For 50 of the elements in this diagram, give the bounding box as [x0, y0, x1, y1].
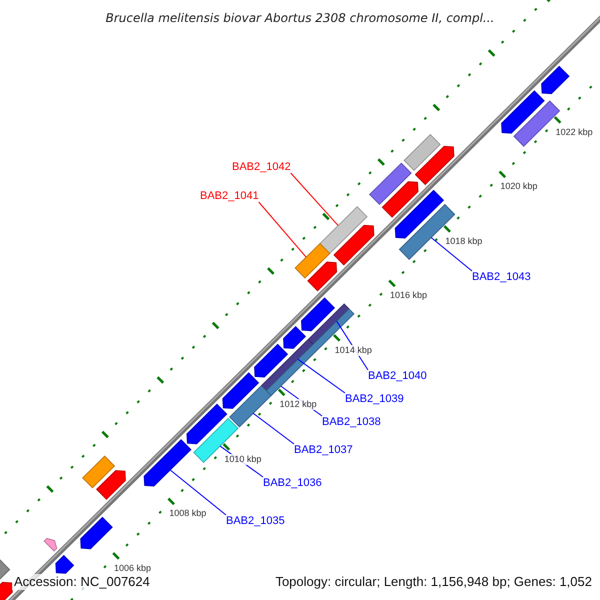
gene-feature	[283, 326, 306, 349]
gene-feature	[44, 538, 58, 552]
title: Brucella melitensis biovar Abortus 2308 chromosome II, compl...	[106, 10, 494, 26]
scale-label: 1010 kbp	[224, 454, 262, 465]
gene-feature	[382, 181, 418, 218]
gene-label: BAB2_1035	[226, 515, 285, 527]
gene-feature	[394, 190, 444, 239]
gene-feature	[404, 134, 441, 171]
gene-feature	[333, 224, 374, 266]
accession-text: Accession: NC_007624	[12, 574, 152, 590]
gene-feature	[82, 456, 116, 488]
gene-label: BAB2_1036	[263, 477, 322, 489]
gene-label: BAB2_1042	[232, 161, 291, 173]
scale-label: 1016 kbp	[390, 290, 428, 302]
leader-line	[252, 412, 294, 444]
gene-feature	[96, 470, 126, 500]
gene-feature	[319, 206, 368, 254]
leader-line	[430, 237, 472, 272]
gene-feature	[501, 90, 545, 134]
scale-label: 1006 kbp	[114, 562, 152, 574]
gene-feature	[222, 372, 260, 409]
scale-label: 1022 kbp	[556, 126, 593, 138]
gene-feature	[229, 385, 272, 428]
leader-line	[290, 172, 339, 226]
scale-label: 1018 kbp	[445, 236, 482, 247]
leader-line	[258, 202, 307, 258]
scale-label: 1014 kbp	[334, 344, 372, 356]
scale-label: 1012 kbp	[280, 399, 317, 410]
scale-label: 1020 kbp	[500, 181, 538, 192]
gene-label: BAB2_1041	[200, 190, 259, 202]
gene-feature	[144, 439, 192, 487]
gene-feature	[80, 516, 113, 550]
gene-label: BAB2_1039	[345, 393, 404, 405]
gene-feature	[301, 297, 336, 332]
gene-label: BAB2_1037	[294, 444, 353, 456]
summary-text: Topology: circular; Length: 1,156,948 bp; Genes: 1,052	[273, 574, 594, 590]
leader-line	[170, 470, 226, 516]
gene-feature	[369, 162, 412, 205]
gene-feature	[0, 582, 13, 600]
gene-label: BAB2_1040	[368, 370, 427, 382]
scale-label: 1008 kbp	[169, 508, 206, 520]
gene-feature	[307, 262, 338, 292]
gene-feature	[294, 242, 330, 279]
gene-label: BAB2_1038	[322, 416, 381, 428]
leader-line	[298, 358, 346, 394]
gene-label: BAB2_1043	[472, 271, 531, 283]
gene-feature	[414, 146, 454, 186]
gene-feature	[254, 344, 288, 378]
gene-feature	[186, 404, 228, 444]
gene-feature	[541, 66, 570, 94]
